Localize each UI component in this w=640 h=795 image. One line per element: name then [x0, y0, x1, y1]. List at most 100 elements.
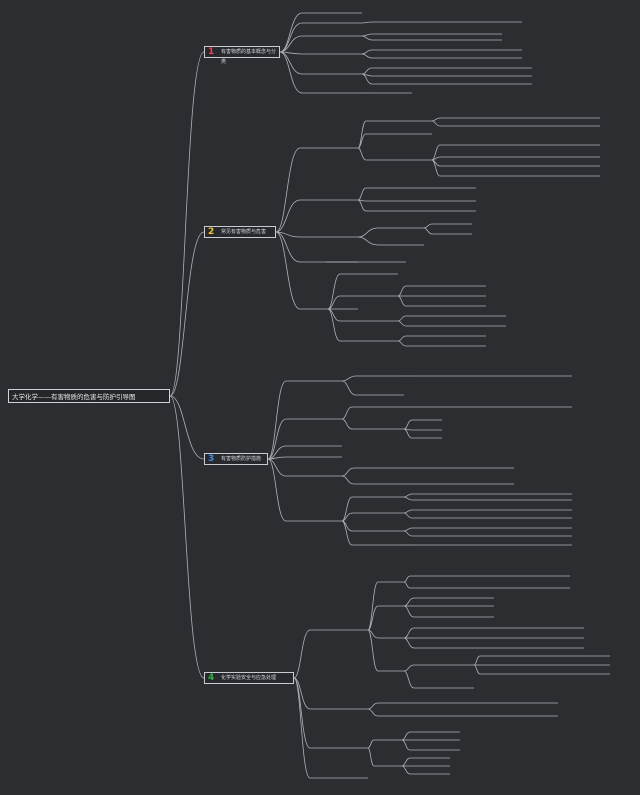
b2-link-0 [275, 147, 301, 233]
b4-l4f-link-0 [401, 757, 411, 767]
b2-l4e-link-0 [397, 285, 407, 297]
branch-label-4: 化学实验安全与应急处理 [221, 675, 277, 681]
b3-l3c-link-1 [341, 475, 355, 485]
b3-l3d-link-3 [341, 520, 353, 546]
b2-l4g-link-0 [397, 335, 407, 342]
b3-link-5 [267, 458, 287, 522]
root-link-1 [169, 51, 205, 397]
branch-label-3: 有害物质防护措施 [221, 456, 262, 462]
b3-l3c-link-0 [341, 467, 355, 477]
b3-l3b-link-0 [341, 406, 353, 420]
root-link-4 [169, 395, 205, 679]
b2-l3e-link-3 [327, 308, 341, 342]
b4-l4a-link-1 [403, 581, 411, 589]
b4-l4f-link-2 [401, 765, 411, 775]
b2-l3e-link-0 [327, 273, 341, 310]
b2-l4a-link-1 [431, 120, 441, 127]
b2-l4a-link-0 [431, 117, 441, 122]
b4-l3b-link-1 [367, 708, 379, 717]
b1-l3c-link-0 [361, 49, 373, 55]
b4-l3a-link-3 [367, 629, 379, 672]
b2-l3a-link-2 [357, 147, 367, 161]
b4-l3c-link-1 [367, 747, 375, 767]
b3-l3a-link-1 [341, 380, 357, 396]
b3-link-0 [267, 380, 287, 460]
b4-l3a-link-0 [367, 581, 379, 631]
branch-node-4[interactable]: 4 化学实验安全与应急处理 [204, 672, 294, 684]
branch-label-1: 有害物质的基本概念与分类 [221, 49, 277, 65]
b1-link-2 [279, 35, 303, 53]
b3-link-4 [267, 458, 287, 477]
root-link-3 [169, 395, 205, 460]
b4-l3b-link-0 [367, 702, 379, 710]
branch-number-1: 1 [208, 47, 215, 57]
b3-l4f-link-0 [403, 527, 413, 532]
b3-l3d-link-0 [341, 496, 353, 522]
b3-l4f-link-1 [403, 530, 413, 537]
b2-l4e-link-2 [397, 295, 407, 307]
b4-l5a-link-0 [473, 655, 481, 666]
b3-l4e-link-0 [403, 509, 413, 514]
branch-node-1[interactable]: 1 有害物质的基本概念与分类 [204, 46, 280, 65]
b3-l4c-link-0 [403, 419, 413, 430]
b1-l3d-link-2 [361, 73, 373, 85]
b4-l4d-link-0 [403, 664, 415, 672]
b2-l4f-link-0 [397, 315, 407, 322]
b1-l3b-link-1 [361, 35, 373, 41]
b2-l4c-link-0 [423, 223, 433, 229]
b1-link-5 [279, 51, 303, 94]
b4-l3c-link-0 [367, 739, 375, 749]
b2-l3b-link-2 [357, 199, 367, 212]
b2-l4f-link-1 [397, 320, 407, 327]
b4-l4d-link-1 [403, 670, 415, 689]
b1-link-1 [279, 22, 303, 53]
b2-l4c-link-1 [423, 227, 433, 235]
b1-l3d-link-0 [361, 67, 373, 75]
branch-number-2: 2 [208, 227, 215, 237]
b4-link-0 [293, 629, 311, 679]
b3-l3b-link-1 [341, 418, 353, 430]
b3-l3d-link-1 [341, 512, 353, 522]
root-node[interactable]: 大学化学——有害物质的危害与防护引导图 [8, 389, 170, 403]
b2-link-1 [275, 199, 301, 233]
branch-label-2: 常见有害物质与危害 [221, 229, 267, 235]
root-link-2 [169, 231, 205, 397]
b1-link-4 [279, 51, 303, 75]
b2-l4g-link-1 [397, 340, 407, 347]
b1-l3b-link-0 [361, 33, 373, 37]
b2-link-3 [275, 231, 301, 263]
b4-l4b-link-2 [403, 605, 415, 618]
b2-l3b-link-0 [357, 187, 367, 201]
b2-l3c-link-1 [357, 236, 379, 246]
b3-l4e-link-1 [403, 512, 413, 519]
branch-number-4: 4 [208, 673, 215, 683]
b2-l3e-link-1 [327, 295, 341, 310]
b4-link-3 [293, 677, 311, 779]
b4-l5a-link-2 [473, 664, 481, 675]
b4-l4b-link-0 [403, 597, 415, 607]
b3-l3a-link-0 [341, 375, 357, 382]
b3-l4d-link-1 [403, 496, 413, 501]
branch-node-3[interactable]: 3 有害物质防护措施 [204, 453, 268, 465]
b1-l3a-link-0 [361, 21, 373, 24]
branch-number-3: 3 [208, 454, 215, 464]
branch-node-2[interactable]: 2 常见有害物质与危害 [204, 226, 276, 238]
b2-link-4 [275, 231, 301, 310]
b4-l4e-link-0 [401, 731, 411, 741]
b4-l3a-link-2 [367, 629, 379, 639]
b3-l4c-link-2 [403, 428, 413, 439]
b1-l3c-link-1 [361, 53, 373, 59]
b3-link-1 [267, 418, 287, 460]
b4-l4e-link-2 [401, 739, 411, 751]
b4-l4c-link-2 [403, 637, 415, 649]
b2-l3c-link-0 [357, 227, 379, 238]
b1-link-0 [279, 12, 303, 53]
b3-l4d-link-0 [403, 493, 413, 498]
b4-l3a-link-1 [367, 605, 379, 631]
b2-l3a-link-1 [357, 133, 367, 149]
b2-l4b-link-1 [431, 156, 441, 161]
b2-l4b-link-3 [431, 159, 441, 177]
b4-l4a-link-0 [403, 575, 411, 583]
